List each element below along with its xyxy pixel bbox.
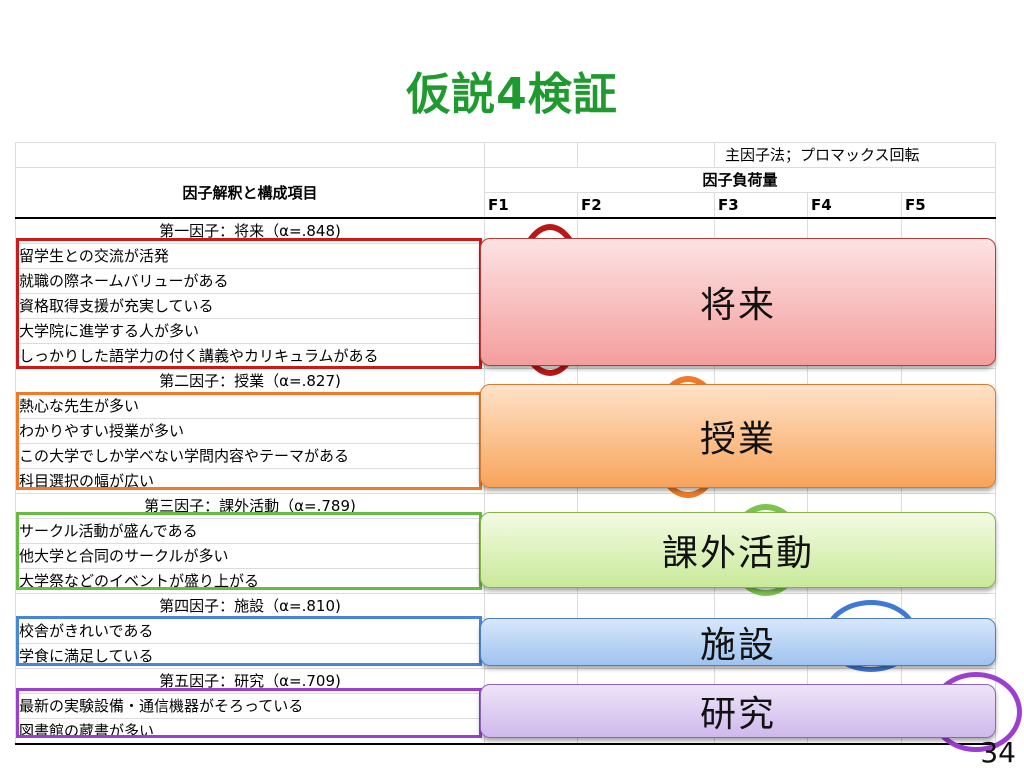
item-label: 最新の実験設備・通信機器がそろっている (15, 693, 485, 719)
item-label: わかりやすい授業が多い (15, 418, 485, 444)
factor5-callout: 研究 (480, 684, 996, 738)
item-label: 留学生との交流が活発 (15, 243, 485, 269)
item-label: 校舎がきれいである (15, 618, 485, 644)
column-f4: F4 (807, 192, 902, 219)
factor3-items-outline (16, 512, 482, 590)
factor-header: 第四因子：施設（α=.810) (15, 593, 485, 619)
item-label: しっかりした語学力の付く講義やカリキュラムがある (15, 343, 485, 369)
method-note: 主因子法；プロマックス回転 (713, 142, 997, 168)
factor1-items-outline (16, 238, 482, 369)
table-header-row-1: 主因子法；プロマックス回転 (15, 142, 997, 168)
loadings-header: 因子負荷量 (483, 167, 997, 193)
table-header-row-2: 因子解釈と構成項目 因子負荷量 (15, 167, 997, 219)
factor2-items-outline (16, 392, 482, 490)
item-label: 資格取得支援が充実している (15, 293, 485, 319)
factor5-items-outline (16, 688, 482, 738)
factor1-callout: 将来 (480, 238, 996, 366)
column-f5: F5 (900, 192, 997, 219)
item-label: 大学院に進学する人が多い (15, 318, 485, 344)
factor4-callout: 施設 (480, 618, 996, 666)
item-label: 熱心な先生が多い (15, 393, 485, 419)
column-f3: F3 (714, 192, 808, 219)
column-f1: F1 (484, 192, 578, 219)
factor-header: 第二因子：授業（α=.827) (15, 368, 485, 394)
factor2-callout: 授業 (480, 384, 996, 488)
page-number: 34 (980, 736, 1016, 769)
item-label: 図書館の蔵書が多い (15, 718, 485, 745)
item-label: 他大学と合同のサークルが多い (15, 543, 485, 569)
items-header: 因子解釈と構成項目 (15, 167, 485, 219)
factor3-callout: 課外活動 (480, 512, 996, 588)
table-header-row-3: F1 F2 F3 F4 F5 (16, 192, 997, 219)
column-f2: F2 (577, 192, 715, 219)
factor4-items-outline (16, 616, 482, 666)
slide-title: 仮説4検証 (406, 69, 618, 120)
